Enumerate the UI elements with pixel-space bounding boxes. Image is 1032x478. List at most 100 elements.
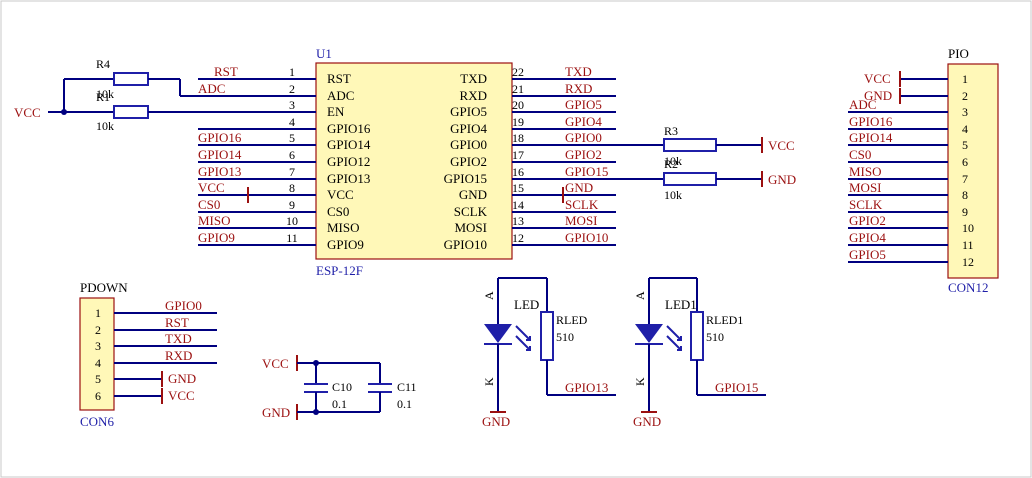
led-cathode-mark: K xyxy=(482,377,496,386)
u1-right-net-label: GND xyxy=(565,180,593,195)
u1-right-pin-name: TXD xyxy=(460,71,487,86)
u1-right-pin-number: 22 xyxy=(512,65,524,79)
u1-left-pin-name: GPIO12 xyxy=(327,154,370,169)
u1-left-pin-name: GPIO16 xyxy=(327,121,371,136)
u1-left-pin-name: ADC xyxy=(327,88,354,103)
u1-right-net-label: GPIO2 xyxy=(565,147,602,162)
u1-right-pin-name: GPIO4 xyxy=(450,121,487,136)
pdown-net-label: RST xyxy=(165,315,189,330)
pio-pin-number: 10 xyxy=(962,221,974,235)
r2-ref: R2 xyxy=(664,157,678,171)
rled1-body xyxy=(690,311,704,361)
u1-right-net-label: TXD xyxy=(565,64,592,79)
rled-ref: RLED xyxy=(556,313,588,327)
u1-left-net-label: RST xyxy=(214,64,238,79)
led-diode-triangle xyxy=(484,324,512,343)
pdown-body xyxy=(79,297,115,411)
led1-gnd-label: GND xyxy=(633,414,661,429)
u1-right-pin-name: GPIO10 xyxy=(444,237,487,252)
u1-left-pin-number: 6 xyxy=(289,148,295,162)
r2-value: 10k xyxy=(664,188,682,202)
pio-power-label: GND xyxy=(864,88,892,103)
led1-emit-arrow-1 xyxy=(666,325,682,341)
led-emit-arrow-1 xyxy=(515,325,531,341)
u1-right-pin-name: GPIO5 xyxy=(450,104,487,119)
u1-right-pin-name: GND xyxy=(459,187,487,202)
u1-left-pin-name: GPIO9 xyxy=(327,237,364,252)
u1-left-pin-name: GPIO14 xyxy=(327,137,371,152)
u1-left-pin-name: EN xyxy=(327,104,345,119)
u1-left-pin-name: RST xyxy=(327,71,351,86)
u1-right-net-label: RXD xyxy=(565,81,592,96)
u1-left-net-label: GPIO9 xyxy=(198,230,235,245)
u1-right-pin-name: SCLK xyxy=(454,204,488,219)
pdown-pin-number: 2 xyxy=(95,323,101,337)
pdown-power-label: VCC xyxy=(168,388,195,403)
r1-value: 10k xyxy=(96,119,114,133)
pio-net-label: GPIO4 xyxy=(849,230,886,245)
u1-right-net-label: GPIO10 xyxy=(565,230,608,245)
c10-value: 0.1 xyxy=(332,397,347,411)
u1-left-pin-name: MISO xyxy=(327,220,360,235)
u1-right-pin-number: 16 xyxy=(512,165,524,179)
led-ref: LED xyxy=(514,297,539,312)
u1-right-net-label: GPIO15 xyxy=(565,164,608,179)
pdown-net-label: GPIO0 xyxy=(165,298,202,313)
pio-net-label: CS0 xyxy=(849,147,871,162)
pio-pin-number: 7 xyxy=(962,172,968,186)
u1-right-pin-name: GPIO15 xyxy=(444,171,487,186)
r4-ref: R4 xyxy=(96,57,110,71)
pdown-pin-number: 1 xyxy=(95,306,101,320)
pio-net-label: MISO xyxy=(849,164,882,179)
led-emit-arrow-2 xyxy=(515,335,531,351)
led1-cathode-mark: K xyxy=(633,377,647,386)
pio-body xyxy=(947,63,999,279)
pio-pin-number: 6 xyxy=(962,155,968,169)
led-circuit-gpio15: GND A K LED1 RLED1 510 GPIO15 xyxy=(633,277,766,429)
u1-left-pin-number: 1 xyxy=(289,65,295,79)
vcc-label-left: VCC xyxy=(14,105,41,120)
pdown-pin-number: 3 xyxy=(95,339,101,353)
u1-right-pin-number: 19 xyxy=(512,115,524,129)
u1-right-net-label: GPIO0 xyxy=(565,130,602,145)
pdown-title: PDOWN xyxy=(80,280,128,295)
u1-left-pin-number: 10 xyxy=(286,214,298,228)
u1-left-pin-number: 4 xyxy=(289,115,295,129)
u1-left-pin-number: 8 xyxy=(289,181,295,195)
pdown-pin-number: 4 xyxy=(95,356,101,370)
u1-left-net-label: CS0 xyxy=(198,197,220,212)
u1-right-net-label: GPIO5 xyxy=(565,97,602,112)
rled-gpio-label: GPIO13 xyxy=(565,380,608,395)
pio-net-label: GPIO5 xyxy=(849,247,886,262)
u1-left-pin-name: VCC xyxy=(327,187,354,202)
u1-right-net-label: SCLK xyxy=(565,197,599,212)
led-anode-mark: A xyxy=(482,291,496,300)
u1-left-pin-number: 9 xyxy=(289,198,295,212)
c11-ref: C11 xyxy=(397,380,417,394)
r1-body xyxy=(113,105,149,119)
led1-ref: LED1 xyxy=(665,297,697,312)
rled1-ref: RLED1 xyxy=(706,313,743,327)
pio-pin-number: 8 xyxy=(962,188,968,202)
pio-net-label: GPIO16 xyxy=(849,114,893,129)
rled-value: 510 xyxy=(556,330,574,344)
decoupling-caps: VCC GND C10 0.1 C11 0.1 xyxy=(262,355,417,420)
r2-gnd-label: GND xyxy=(768,172,796,187)
u1-right-pin-name: MOSI xyxy=(454,220,487,235)
pdown-power-label: GND xyxy=(168,371,196,386)
pio-title: PIO xyxy=(948,46,969,61)
pio-pin-number: 11 xyxy=(962,238,974,252)
pio-power-label: VCC xyxy=(864,71,891,86)
u1-left-net-label: ADC xyxy=(198,81,225,96)
led-gnd-label: GND xyxy=(482,414,510,429)
pio-net-label: ADC xyxy=(849,97,876,112)
u1-left-pin-number: 7 xyxy=(289,165,295,179)
u1-left-pin-name: CS0 xyxy=(327,204,349,219)
u1-part: ESP-12F xyxy=(316,263,363,278)
u1-right-pin-number: 13 xyxy=(512,214,524,228)
pio-net-label: GPIO2 xyxy=(849,213,886,228)
